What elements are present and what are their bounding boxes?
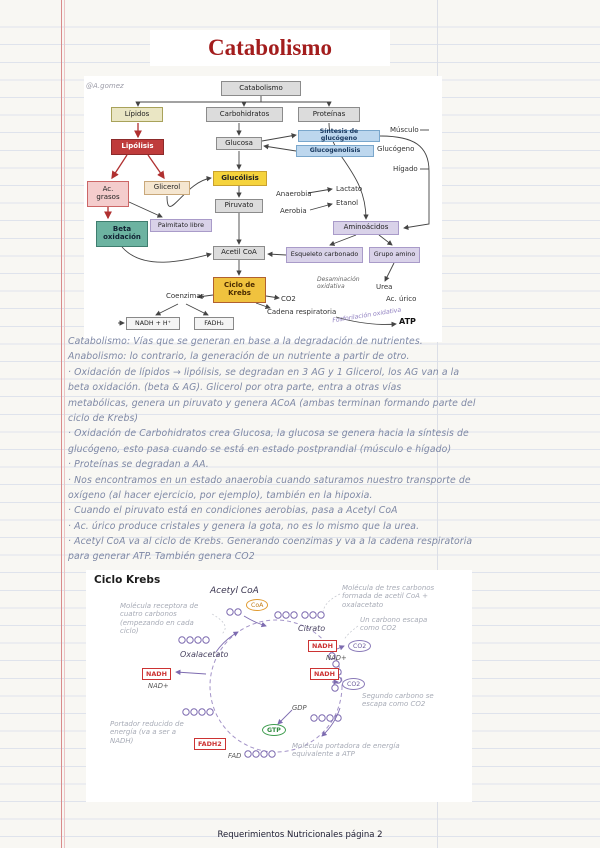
label-coenzimas: Coenzimas: [166, 292, 205, 300]
node-glucolisis: Glucólisis: [213, 171, 267, 186]
annotation-oxaloacetate: Molécula receptora de cuatro carbonos (e…: [120, 602, 199, 635]
author-handle: @A.gomez: [86, 82, 124, 90]
label-musculo: Músculo: [390, 126, 419, 134]
right-margin-line: [437, 0, 438, 848]
margin-line-red-2: [64, 0, 65, 848]
label-cadena-respiratoria: Cadena respiratoria: [267, 308, 337, 316]
nadh-box-left: NADH: [142, 668, 171, 680]
node-glucogenolisis: Glucogenolisis: [296, 145, 374, 157]
coa-badge: CoA: [246, 599, 269, 611]
node-acetil-coa: Acetil CoA: [213, 246, 265, 260]
note-line: · Oxidación de lípidos → lipólisis, se d…: [68, 366, 460, 378]
label-oxalacetato: Oxalacetato: [180, 650, 229, 659]
note-line: metabólicas, genera un piruvato y genera…: [68, 397, 476, 409]
node-lipidos: Lípidos: [111, 107, 163, 122]
note-line: ciclo de Krebs): [68, 412, 139, 424]
annotation-co2-first: Un carbono escapa como CO2: [360, 616, 428, 633]
co2-badge-first: CO2: [348, 640, 372, 652]
dark-arrows: [118, 96, 430, 328]
note-line: · Cuando el piruvato está en condiciones…: [68, 505, 398, 517]
label-gdp: GDP: [292, 704, 307, 712]
label-anaerobia: Anaerobia: [276, 190, 312, 198]
node-piruvato: Piruvato: [215, 199, 263, 213]
krebs-cycle-drawing: [175, 593, 359, 758]
label-nad-right: NAD+: [326, 654, 347, 662]
co2-badge-second: CO2: [342, 678, 366, 690]
node-palmitato-libre: Palmitato libre: [150, 219, 212, 232]
note-line: beta oxidación. (beta & AG). Glicerol po…: [68, 382, 402, 394]
node-glicerol: Glicerol: [144, 181, 190, 195]
annotation-co2-second: Segundo carbono se escapa como CO2: [362, 692, 434, 709]
node-sintesis-glucogeno: Síntesis de glucógeno: [298, 128, 380, 142]
node-grupo-amino: Grupo amino: [369, 247, 420, 263]
node-proteinas: Proteínas: [298, 107, 360, 122]
label-desaminacion-oxidativa: Desaminación oxidativa: [317, 276, 360, 290]
note-line: para generar ATP. También genera CO2: [68, 551, 255, 563]
note-line: Anabolismo: lo contrario, la generación …: [68, 351, 410, 363]
gtp-badge: GTP: [262, 724, 286, 736]
fadh2-box: FADH2: [194, 738, 226, 750]
molecule-chains: [178, 608, 342, 758]
label-etanol: Etanol: [336, 199, 359, 207]
label-urea: Urea: [376, 283, 393, 291]
label-citrato: Citrato: [298, 624, 326, 633]
node-glucosa: Glucosa: [216, 137, 262, 150]
label-nad-left: NAD+: [148, 682, 169, 690]
note-line: · Oxidación de Carbohidratos crea Glucos…: [68, 428, 469, 440]
node-aminoacidos: Aminoácidos: [333, 221, 399, 235]
node-ciclo-krebs: Ciclo de Krebs: [213, 277, 266, 303]
note-line: · Nos encontramos en un estado anaerobia…: [68, 474, 471, 486]
node-ac-grasos: Ac. grasos: [87, 181, 129, 207]
krebs-cycle-panel: Ciclo Krebs: [86, 570, 472, 802]
label-glucogeno: Glucógeno: [377, 145, 415, 153]
note-line: Catabolismo: Vías que se generan en base…: [68, 336, 423, 347]
page-title: Catabolismo: [150, 30, 390, 66]
label-aerobia: Aerobia: [280, 207, 307, 215]
nadh-box-mid: NADH: [310, 668, 339, 680]
nadh-box-right: NADH: [308, 640, 337, 652]
node-lipolisis: Lipólisis: [111, 139, 164, 155]
red-arrows: [104, 123, 165, 220]
node-nadh: NADH + H⁺: [126, 317, 180, 330]
note-line: · Proteínas se degradan a AA.: [68, 459, 209, 471]
label-lactato: Lactato: [336, 185, 363, 193]
label-ac-urico: Ac. úrico: [386, 295, 417, 303]
note-line: oxígeno (al hacer ejercicio, por ejemplo…: [68, 489, 373, 501]
label-fad: FAD: [228, 752, 242, 760]
label-co2: CO2: [281, 295, 296, 303]
node-fadh2: FADH₂: [194, 317, 234, 330]
annotation-fadh: Portador reducido de energía (va a ser a…: [110, 720, 184, 745]
node-carbohidratos: Carbohidratos: [206, 107, 283, 122]
label-atp: ATP: [399, 317, 416, 326]
label-higado: Hígado: [393, 165, 418, 173]
annotation-leaders: [211, 593, 359, 641]
handwritten-notes: Catabolismo: Vías que se generan en base…: [68, 336, 496, 567]
note-line: · Ac. úrico produce cristales y genera l…: [68, 520, 420, 532]
node-esqueleto-carbonado: Esqueleto carbonado: [286, 247, 363, 263]
annotation-gtp: Molécula portadora de energía equivalent…: [292, 742, 400, 759]
catabolism-flowchart: @A.gomez: [84, 76, 442, 342]
label-acetyl-coa: Acetyl CoA: [210, 586, 259, 596]
node-catabolismo: Catabolismo: [221, 81, 301, 96]
margin-line-red: [61, 0, 62, 848]
note-line: glucógeno, esto pasa cuando se está en e…: [68, 443, 452, 455]
page-footer: Requerimientos Nutricionales página 2: [217, 830, 383, 840]
note-line: · Acetyl CoA va al ciclo de Krebs. Gener…: [68, 536, 473, 548]
annotation-citrate: Molécula de tres carbonos formada de ace…: [342, 584, 435, 609]
krebs-heading: Ciclo Krebs: [94, 574, 161, 586]
flowchart-arrows: [104, 96, 430, 328]
cycle-arrows: [175, 615, 345, 737]
node-beta-oxidacion: Beta oxidación: [96, 221, 148, 247]
